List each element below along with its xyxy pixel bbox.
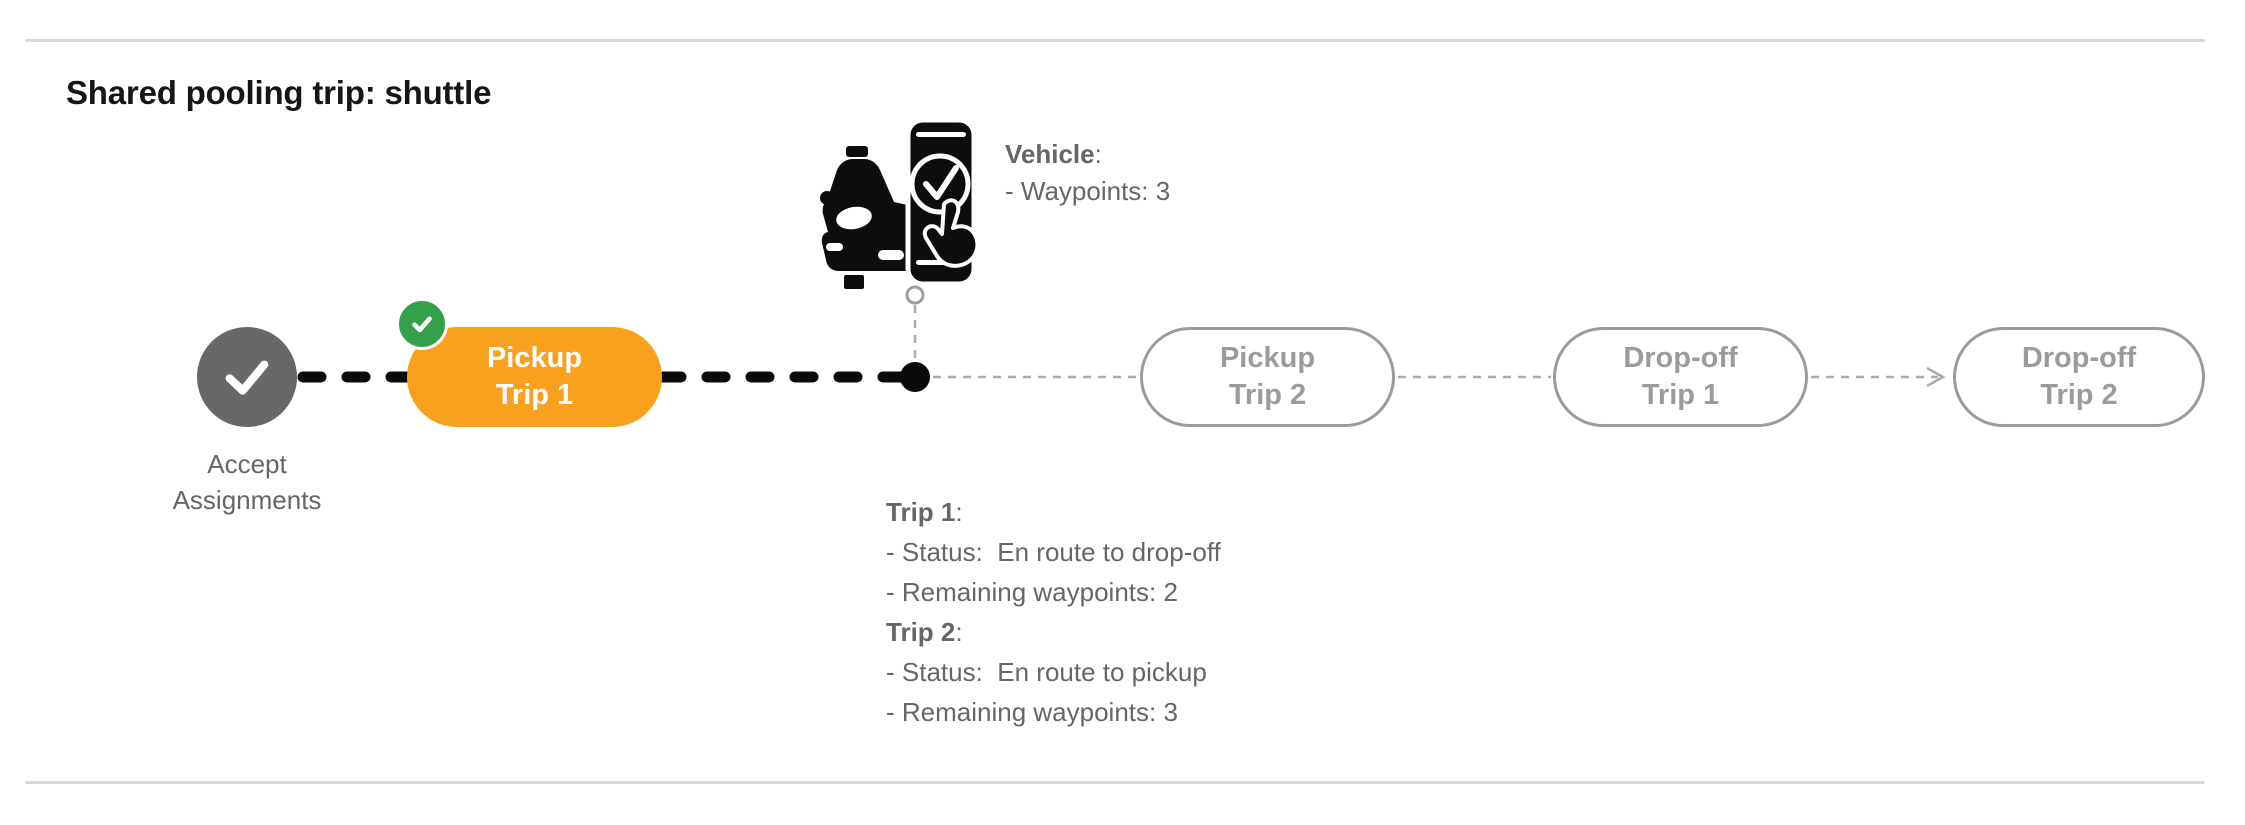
pill-label-line2: Trip 2 — [2040, 379, 2118, 411]
check-circle-icon — [909, 153, 971, 215]
trip1-remaining-line: - Remaining waypoints: 2 — [886, 577, 1178, 607]
pill-label-line1: Drop-off — [2021, 342, 2137, 374]
check-icon — [923, 165, 959, 200]
page-title: Shared pooling trip: shuttle — [66, 74, 492, 111]
checkmark-icon — [225, 360, 269, 395]
pointing-hand-icon — [922, 198, 980, 268]
trip2-label: Trip 2 — [886, 617, 956, 647]
pill-pickup-trip-1: Pickup Trip 1 — [407, 327, 662, 427]
bottom-divider — [25, 781, 2205, 784]
trip-status-panel: Trip 1: - Status: En route to drop-off -… — [886, 492, 1221, 732]
trip1-status-line: - Status: En route to drop-off — [886, 537, 1221, 567]
accept-label-line2: Assignments — [172, 485, 322, 515]
vehicle-label-colon: : — [1094, 139, 1102, 169]
accept-label-line1: Accept — [207, 449, 287, 479]
arrowhead-icon — [1926, 366, 1946, 388]
vehicle-position-dot — [900, 362, 930, 392]
trip1-title: Trip 1: — [886, 492, 1221, 532]
completed-badge — [396, 298, 448, 350]
trip2-title: Trip 2: — [886, 612, 1221, 652]
pill-label-line2: Trip 1 — [1641, 379, 1720, 411]
pill-label-line2: Trip 2 — [1228, 379, 1307, 411]
trip1-label-colon: : — [955, 497, 963, 527]
check-icon — [412, 316, 432, 333]
pill-label-line1: Drop-off — [1623, 342, 1738, 374]
pill-pickup-trip-2: Pickup Trip 2 — [1140, 327, 1395, 427]
pill-label-line1: Pickup — [486, 342, 583, 374]
vehicle-info-title: Vehicle: — [1005, 136, 1170, 173]
vehicle-anchor-ring — [905, 285, 925, 305]
pill-dropoff-trip-2: Drop-off Trip 2 — [1953, 327, 2205, 427]
trip2-remaining-line: - Remaining waypoints: 3 — [886, 697, 1178, 727]
pill-label-line1: Pickup — [1219, 342, 1316, 374]
vehicle-info-panel: Vehicle: - Waypoints: 3 — [1005, 136, 1170, 210]
vehicle-waypoints-line: - Waypoints: 3 — [1005, 176, 1171, 206]
top-divider — [25, 39, 2205, 42]
car-icon — [820, 146, 912, 289]
pill-dropoff-trip-1: Drop-off Trip 1 — [1553, 327, 1808, 427]
pill-label-line2: Trip 1 — [495, 379, 574, 411]
trip2-status-line: - Status: En route to pickup — [886, 657, 1207, 687]
vehicle-label: Vehicle — [1005, 139, 1095, 169]
trip1-label: Trip 1 — [886, 497, 956, 527]
vehicle-phone-check-icon — [820, 117, 980, 289]
trip2-label-colon: : — [955, 617, 963, 647]
accept-assignments-label: Accept Assignments — [97, 446, 397, 518]
accept-assignments-node — [197, 327, 297, 427]
